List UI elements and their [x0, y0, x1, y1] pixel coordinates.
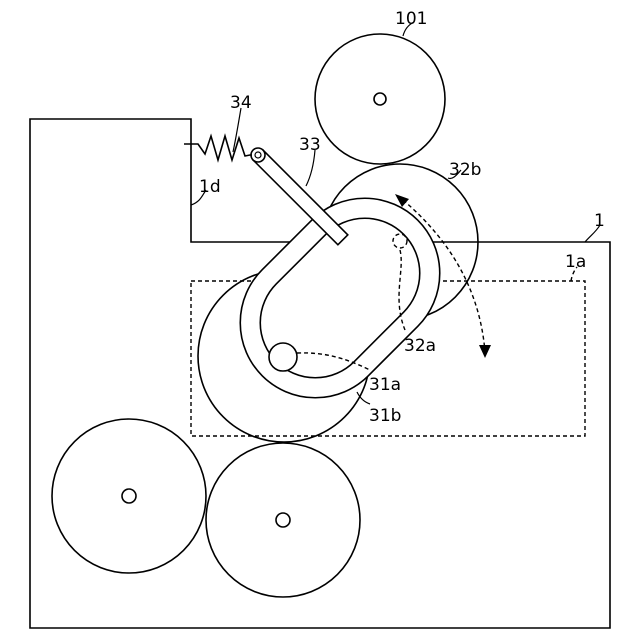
label-1: 1 [594, 211, 605, 231]
label-31b: 31b [369, 406, 401, 426]
lower-middle-roller [206, 443, 360, 597]
swing-arrow-head-bottom [479, 345, 491, 358]
lower-left-roller-axis [122, 489, 136, 503]
label-31a: 31a [369, 375, 401, 395]
label-33: 33 [299, 135, 321, 155]
label-1a: 1a [565, 252, 586, 272]
label-32b: 32b [449, 160, 481, 180]
label-34: 34 [230, 93, 252, 113]
spring-34 [184, 136, 252, 160]
leader-33 [306, 150, 315, 186]
shaft-31a [269, 343, 297, 371]
label-101: 101 [395, 9, 427, 29]
lower-middle-roller-axis [276, 513, 290, 527]
roller-101-axis [374, 93, 386, 105]
stadium-frame-outer [209, 167, 471, 429]
label-32a: 32a [404, 336, 436, 356]
roller-101 [315, 34, 445, 164]
label-1d: 1d [199, 177, 221, 197]
lower-left-roller [52, 419, 206, 573]
arm-pivot-outer [251, 148, 265, 162]
